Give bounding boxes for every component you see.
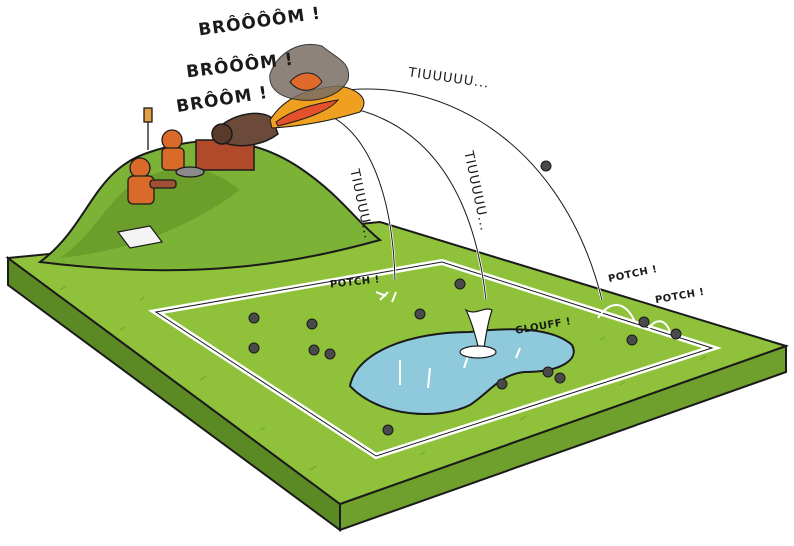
- court-outline-edge: [154, 261, 714, 457]
- soldiers: [127, 107, 205, 205]
- paper-sheet: [116, 225, 164, 249]
- pond-ripples: [399, 347, 521, 389]
- cannon: [195, 112, 279, 171]
- grass-texture: [59, 285, 707, 471]
- flame: [269, 44, 365, 129]
- cannonballs: [248, 160, 682, 436]
- pond: [348, 328, 575, 415]
- hill-shade: [60, 168, 240, 258]
- pond-splash: [459, 308, 497, 359]
- splash-marks: [375, 291, 671, 333]
